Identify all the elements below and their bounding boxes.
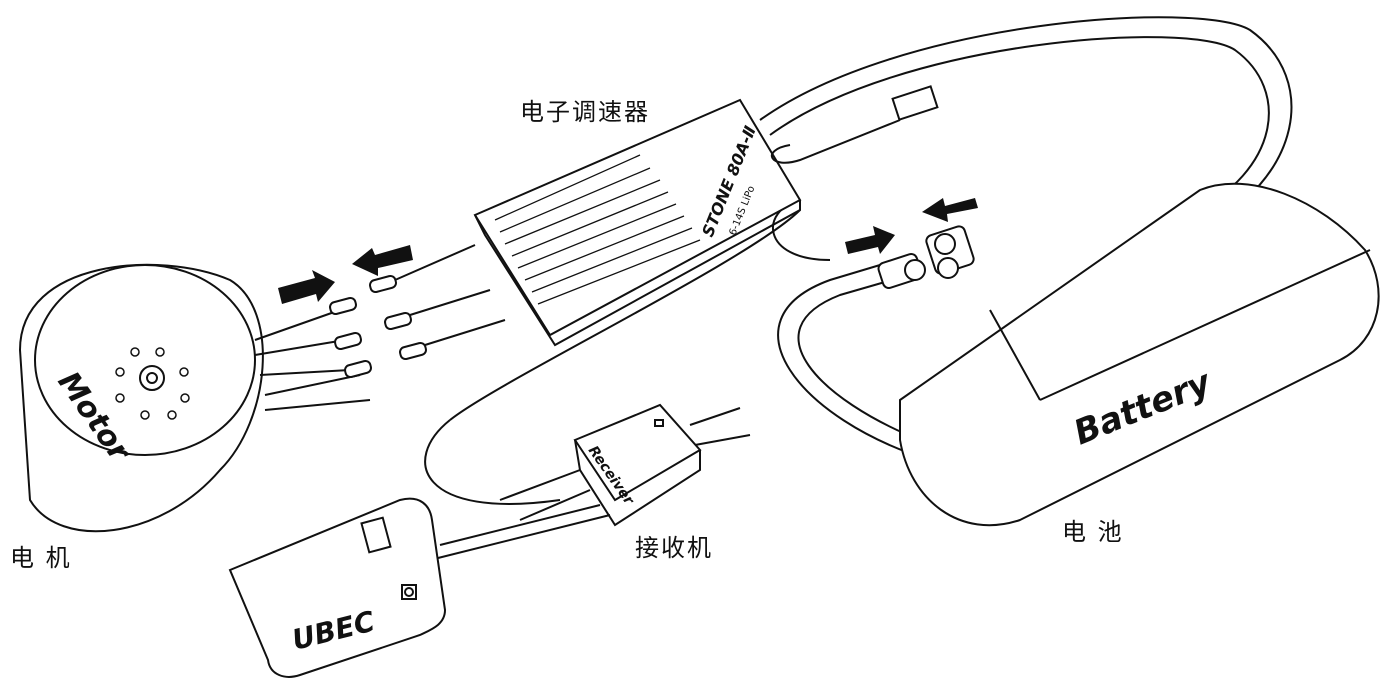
motor: Motor — [18, 263, 371, 533]
bullet-connectors — [329, 244, 506, 379]
battery: Battery — [899, 182, 1380, 527]
ubec: UBEC — [228, 497, 447, 678]
esc-caption: 电子调速器 — [520, 98, 650, 126]
battery-cable — [424, 16, 1293, 505]
battery-caption: 电 池 — [1062, 518, 1124, 546]
esc: STONE 80A-Ⅱ 6-14S LiPo — [473, 85, 939, 347]
xt-connectors — [877, 225, 975, 289]
receiver-caption: 接收机 — [635, 534, 713, 562]
connection-arrows — [278, 198, 978, 304]
motor-caption: 电 机 — [10, 544, 72, 572]
